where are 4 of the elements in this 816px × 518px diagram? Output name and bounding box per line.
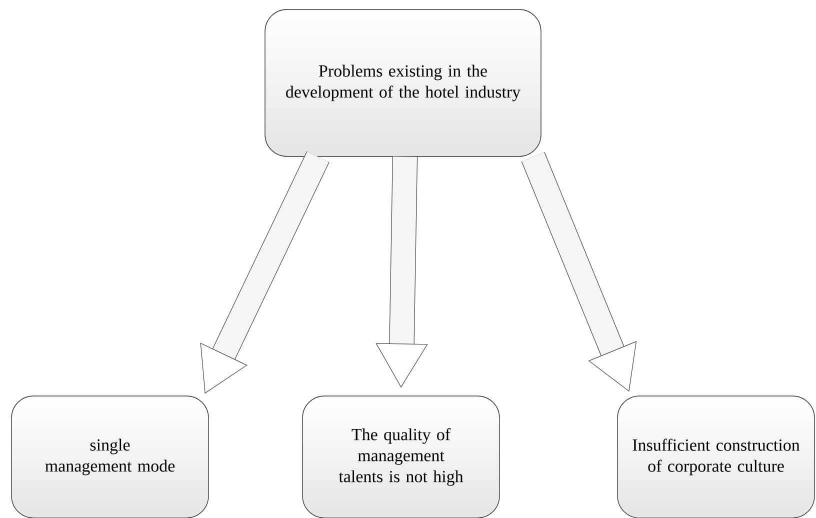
rounded-box: single management mode (11, 396, 209, 518)
rounded-box: Insufficient construction of corporate culture (617, 396, 815, 518)
rounded-box: The quality of management talents is not high (302, 396, 500, 518)
rounded-box: Problems existing in the development of the hotel industry (264, 9, 542, 157)
